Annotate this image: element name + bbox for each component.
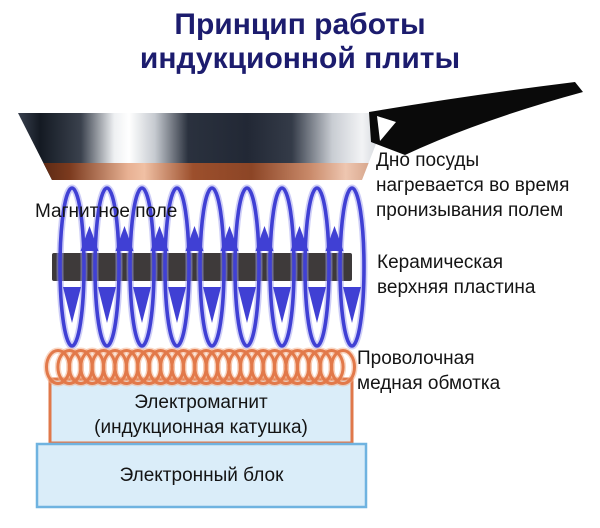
- pan-bottom-label-line3: пронизывания полем: [376, 200, 564, 221]
- pan-copper-bottom: [43, 163, 369, 180]
- electronic-unit-label: Электронный блок: [119, 465, 284, 486]
- title-line2: индукционной плиты: [139, 42, 461, 75]
- field-arrow-up-icon: [115, 226, 134, 251]
- copper-winding-label: Проволочная медная обмотка: [357, 346, 500, 396]
- field-arrow-down-icon: [63, 287, 81, 323]
- magnetic-field-arrows: [63, 226, 361, 323]
- pan-bottom-label: Дно посуды нагревается во время пронизыв…: [376, 148, 569, 223]
- copper-winding-label-line2: медная обмотка: [357, 373, 501, 394]
- field-arrow-down-icon: [168, 287, 186, 323]
- field-loop: [268, 186, 296, 348]
- electromagnet-label-line1: Электромагнит: [134, 392, 268, 413]
- field-loop: [58, 186, 86, 348]
- field-arrow-up-icon: [185, 226, 204, 251]
- frying-pan: [18, 82, 583, 180]
- copper-winding-label-line1: Проволочная: [357, 348, 475, 369]
- field-loop: [93, 186, 121, 348]
- field-loop: [198, 186, 226, 348]
- field-loop: [233, 186, 261, 348]
- pan-handle-hole: [377, 116, 396, 141]
- electromagnet-label: Электромагнит (индукционная катушка): [50, 390, 352, 440]
- field-arrow-up-icon: [255, 226, 274, 251]
- electronic-unit-box: [35, 442, 368, 509]
- coil-ring: [318, 349, 345, 385]
- field-arrow-up-icon: [325, 226, 344, 251]
- field-loop: [338, 186, 366, 348]
- field-arrow-up-icon: [220, 226, 239, 251]
- field-arrow-up-icon: [80, 226, 99, 251]
- title-line1: Принцип работы: [174, 8, 426, 41]
- ceramic-plate-label-line2: верхняя пластина: [377, 277, 536, 298]
- field-arrow-down-icon: [273, 287, 291, 323]
- ceramic-plate-label-line1: Керамическая: [377, 252, 503, 273]
- field-arrow-down-icon: [343, 287, 361, 323]
- magnetic-field-label: Магнитное поле: [35, 201, 178, 222]
- page-title: Принцип работы индукционной плиты: [0, 8, 600, 76]
- field-arrow-down-icon: [238, 287, 256, 323]
- field-arrow-down-icon: [133, 287, 151, 323]
- pan-bottom-label-line1: Дно посуды: [376, 150, 480, 171]
- electromagnet-label-line2: (индукционная катушка): [94, 417, 308, 438]
- ceramic-plate-label: Керамическая верхняя пластина: [377, 250, 535, 300]
- field-arrow-up-icon: [290, 226, 309, 251]
- coil-ring: [330, 349, 356, 385]
- field-loop: [303, 186, 331, 348]
- field-loop: [128, 186, 156, 348]
- magnetic-field-lines: [56, 184, 368, 350]
- field-loop: [163, 186, 191, 348]
- pan-handle: [369, 82, 583, 155]
- copper-coil: [43, 347, 358, 387]
- field-arrow-down-icon: [203, 287, 221, 323]
- field-arrow-down-icon: [308, 287, 326, 323]
- field-arrow-down-icon: [98, 287, 116, 323]
- pan-bottom-label-line2: нагревается во время: [376, 175, 570, 196]
- field-arrow-up-icon: [150, 226, 169, 251]
